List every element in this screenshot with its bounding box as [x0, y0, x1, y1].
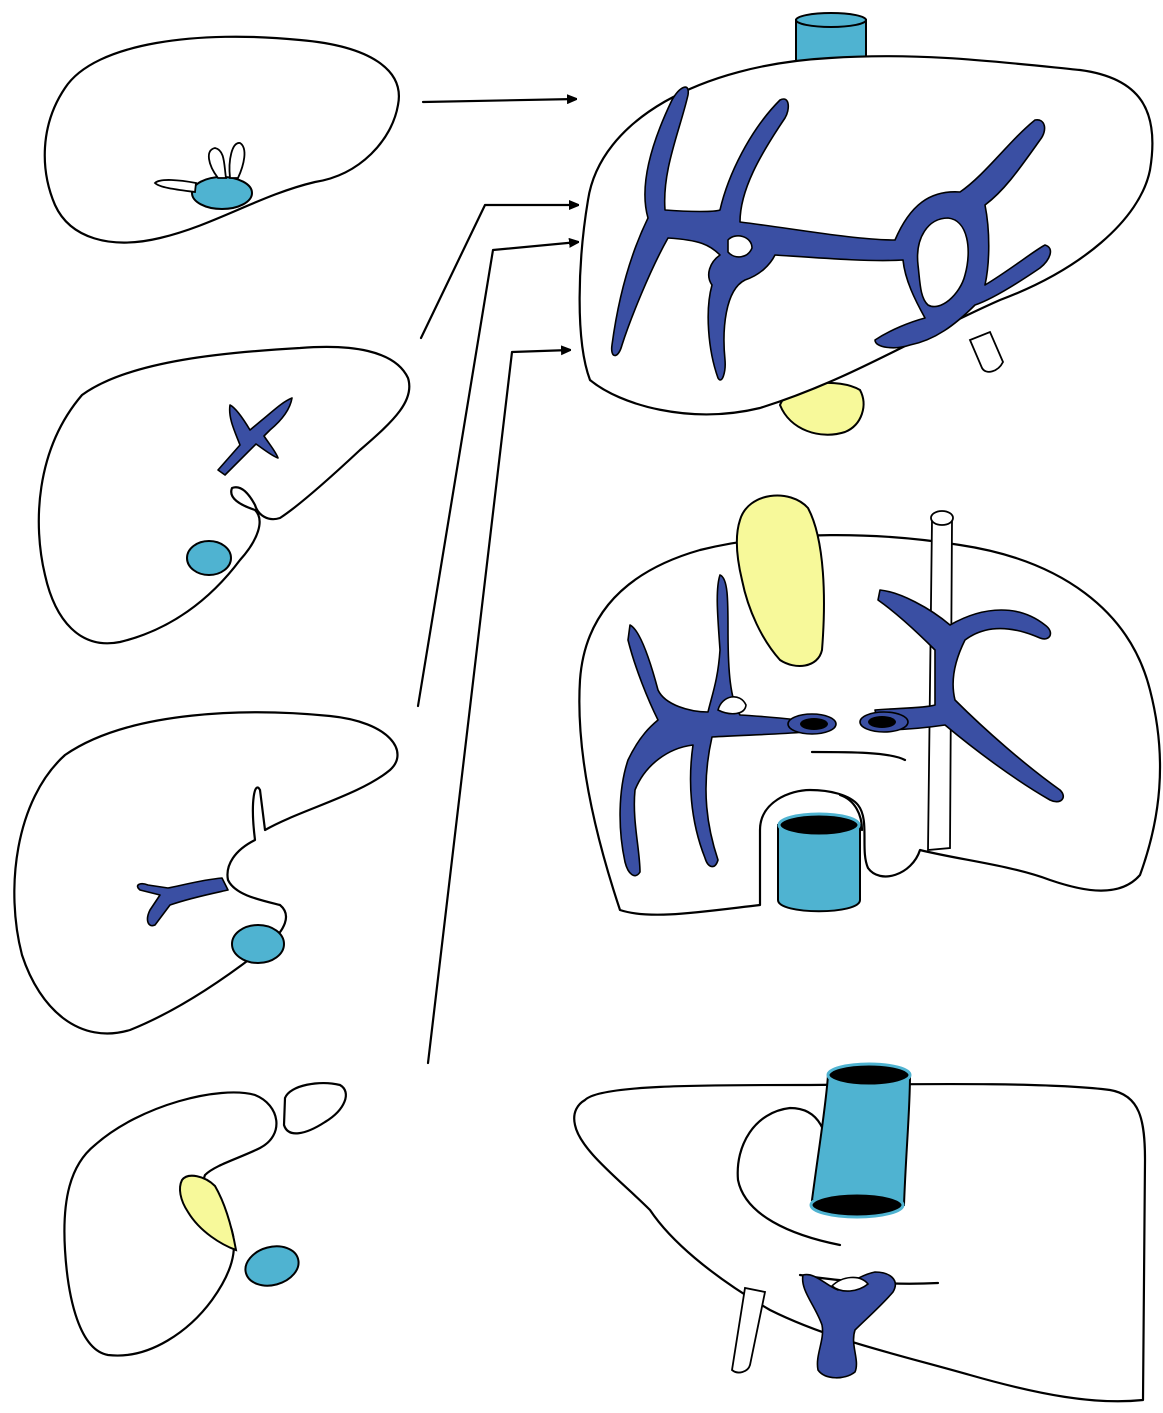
- liver-section-outline: [39, 347, 410, 643]
- round-ligament: [970, 332, 1003, 372]
- liver-anterior-view: [580, 13, 1153, 435]
- round-ligament-end: [931, 511, 953, 525]
- liver-section-outline: [64, 1092, 276, 1355]
- vena-cava-opening: [796, 13, 866, 27]
- caudate-lobe: [284, 1083, 346, 1133]
- vena-cava: [232, 925, 284, 963]
- round-ligament: [732, 1288, 765, 1372]
- cross-section-1: [45, 37, 399, 243]
- connector-arrows: [418, 99, 578, 1063]
- portal-vein-loop: [728, 236, 752, 257]
- liver-section-outline: [14, 712, 397, 1033]
- cross-section-2: [39, 347, 410, 643]
- vena-cava: [812, 1075, 910, 1205]
- cross-section-3: [14, 712, 397, 1033]
- arrow-1: [423, 99, 576, 102]
- liver-posterior-view: [574, 1064, 1145, 1401]
- arrow-2: [421, 205, 578, 338]
- vena-cava: [241, 1241, 303, 1292]
- portal-vein-lumen: [800, 718, 828, 730]
- liver-section-outline: [45, 37, 399, 243]
- arrow-4: [428, 350, 570, 1063]
- liver-inferior-view: [579, 496, 1160, 915]
- cross-section-4: [64, 1083, 345, 1355]
- portal-vein-lumen: [868, 716, 896, 728]
- vena-cava: [187, 541, 231, 575]
- vena-cava: [778, 825, 860, 911]
- vena-cava: [192, 177, 252, 209]
